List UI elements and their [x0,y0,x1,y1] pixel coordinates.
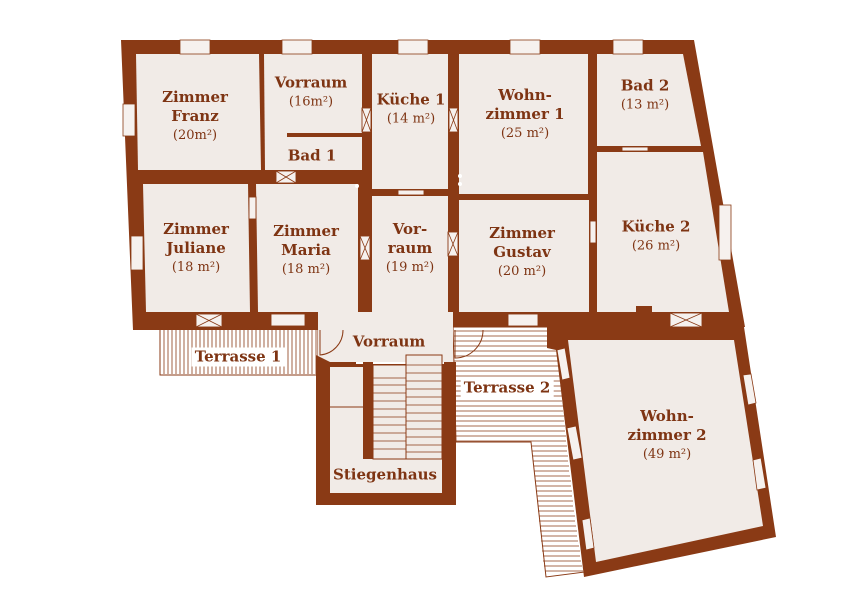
room-name-line: Maria [281,241,331,259]
bad-1-partition [287,133,362,137]
main-building [121,40,745,362]
windows [122,39,732,271]
room-name-line: Bad 2 [620,76,670,95]
room-label-terrasse-2: Terrasse 2 [460,378,554,398]
room-area: (20 m²) [497,264,547,279]
staircase [316,354,456,505]
room-name-line: Juliane [166,239,226,257]
room-name-line: Wohn- [640,407,694,425]
room-name-line: Zimmer [162,88,228,106]
room-name-line: Franz [171,107,219,125]
room-name-line: Vor- [392,220,428,238]
room-name-line: Zimmer [489,224,555,242]
room-area: (19 m²) [385,260,435,275]
room-name-line: Küche 1 [376,90,446,109]
room-name-line: Gustav [493,243,551,261]
room-name-line: Stiegenhaus [333,465,437,484]
room-name-line: Bad 1 [287,146,337,165]
room-label-stiegenhaus: Stiegenhaus [333,466,437,485]
room-label-kueche-2: Küche 2 (26 m²) [622,218,691,257]
room-name-line: Zimmer [163,220,229,238]
room-area: (16m²) [288,94,334,110]
room-area: (20m²) [172,128,218,143]
room-name-line: zimmer 2 [627,426,707,444]
wohnzimmer-2-block [547,327,776,577]
doors [195,107,703,359]
room-name-line: Wohn- [498,86,552,104]
room-name-line: Küche 2 [621,217,691,236]
room-label-terrasse-1: Terrasse 1 [191,347,285,367]
room-name-line: zimmer 1 [485,105,565,123]
room-name-line: Terrasse 2 [463,378,551,397]
room-label-wohnzimmer-2: Wohn-zimmer 2 (49 m²) [627,407,706,465]
room-area: (49 m²) [642,447,692,462]
room-label-kueche-1: Küche 1 (14 m²) [377,91,446,130]
room-area: (18 m²) [171,260,221,275]
room-area: (26 m²) [631,238,681,254]
room-label-vorraum-mid: Vor-raum (19 m²) [386,220,434,278]
room-area: (13 m²) [620,97,670,113]
room-area: (18 m²) [281,262,331,277]
room-name-line: Terrasse 1 [194,347,282,366]
room-label-bad-1: Bad 1 [288,147,337,166]
room-name-line: Zimmer [273,222,339,240]
room-label-wohnzimmer-1: Wohn-zimmer 1 (25 m²) [485,86,564,144]
room-name-line: Vorraum [274,73,348,92]
room-area: (25 m²) [500,126,550,141]
room-label-bad-2: Bad 2 (13 m²) [621,77,670,116]
room-name-line: raum [387,239,433,257]
room-label-vorraum-bottom: Vorraum [353,333,426,352]
room-label-vorraum-top: Vorraum (16m²) [275,74,348,113]
room-name-line: Vorraum [352,332,426,351]
room-area: (14 m²) [386,111,436,127]
